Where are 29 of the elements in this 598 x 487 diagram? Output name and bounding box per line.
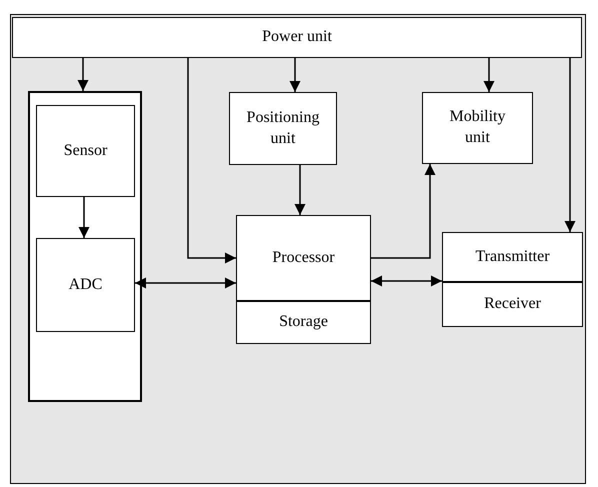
arrow bbox=[371, 276, 442, 286]
unit-label: Storage bbox=[279, 312, 328, 332]
unit-label: ADC bbox=[68, 274, 102, 295]
group-box bbox=[28, 91, 142, 402]
arrow bbox=[371, 164, 436, 259]
arrow bbox=[187, 58, 236, 264]
arrow bbox=[135, 278, 236, 288]
arrow bbox=[294, 165, 306, 215]
unit-box bbox=[36, 105, 135, 197]
arrow bbox=[78, 58, 88, 91]
unit-box bbox=[422, 92, 533, 164]
unit-box bbox=[442, 282, 583, 327]
unit-label: Sensor bbox=[64, 140, 108, 161]
unit-box bbox=[442, 232, 583, 282]
unit-box bbox=[236, 215, 371, 301]
arrow bbox=[484, 58, 494, 92]
unit-box bbox=[36, 238, 135, 332]
unit-label: Mobility unit bbox=[448, 107, 506, 148]
unit-label: Positioning unit bbox=[246, 108, 320, 148]
unit-box bbox=[229, 92, 337, 165]
arrow bbox=[78, 197, 90, 238]
unit-label: Transmitter bbox=[475, 246, 550, 267]
unit-label: Power unit bbox=[262, 27, 332, 48]
unit-label: Receiver bbox=[484, 294, 541, 314]
arrow bbox=[564, 58, 576, 232]
unit-label: Processor bbox=[272, 248, 335, 268]
unit-box bbox=[12, 17, 582, 58]
unit-box bbox=[236, 301, 371, 344]
arrow bbox=[290, 58, 300, 92]
